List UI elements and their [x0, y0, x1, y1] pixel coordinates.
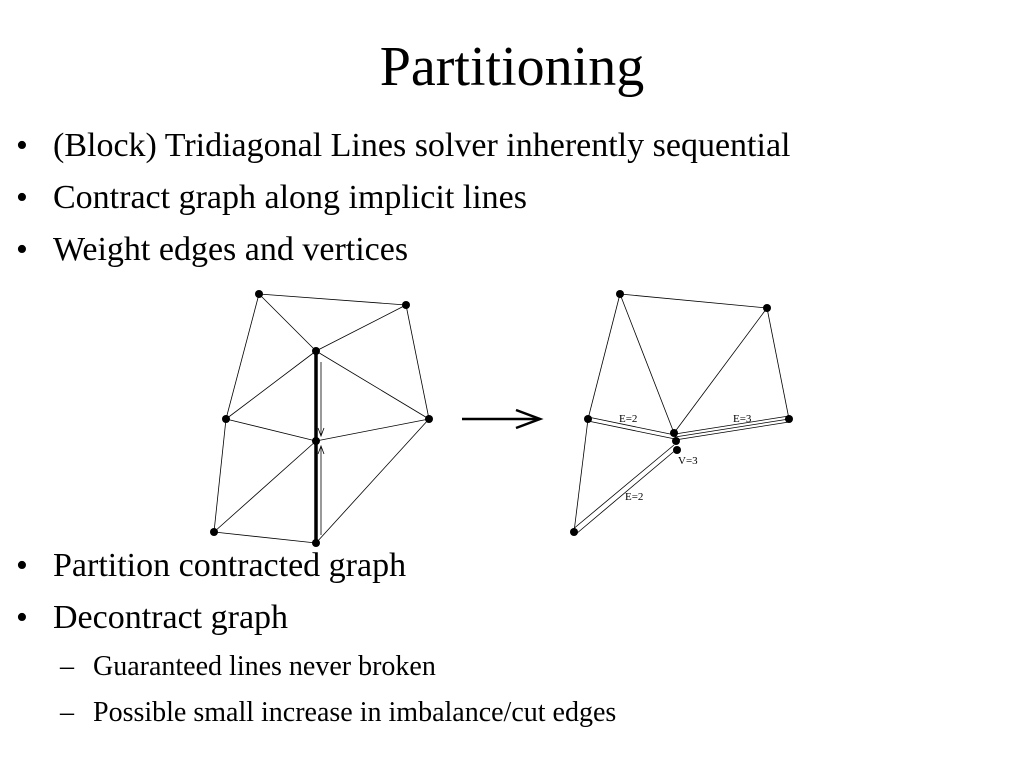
weighted-edge-line: [674, 418, 790, 438]
mesh-edge: [225, 293, 260, 420]
mesh-vertex: [255, 290, 263, 298]
weighted-edge-line: [587, 420, 676, 440]
bullet-marker: •: [16, 547, 28, 584]
mesh-edge: [315, 418, 430, 544]
contracted-vertex: [763, 304, 771, 312]
mesh-edge: [225, 350, 317, 420]
mesh-edge: [258, 293, 317, 352]
mesh-vertex: [312, 347, 320, 355]
contracted-edge: [619, 293, 675, 434]
mesh-vertex: [402, 301, 410, 309]
mesh-vertex: [425, 415, 433, 423]
sub-bullet-marker: –: [60, 651, 74, 682]
mesh-vertices: [210, 290, 433, 547]
weight-labels: E=2 E=3 E=2 V=3: [619, 413, 752, 503]
bullet-text: Contract graph along implicit lines: [53, 179, 528, 216]
mesh-edge: [315, 350, 430, 420]
contracted-vertices: [570, 290, 793, 536]
bullet-item: • Partition contracted graph: [12, 546, 406, 586]
bullet-item: • Weight edges and vertices: [12, 230, 408, 270]
contracted-graph: E=2 E=3 E=2 V=3: [570, 290, 793, 536]
bullet-text: (Block) Tridiagonal Lines solver inheren…: [53, 127, 791, 164]
bullet-item: • Decontract graph: [12, 598, 288, 638]
transform-arrow: [462, 408, 544, 430]
merged-vertex: [672, 437, 680, 445]
contracted-vertex: [584, 415, 592, 423]
bullet-marker: •: [16, 179, 28, 216]
original-graph: [210, 290, 433, 547]
weighted-edge-line: [674, 421, 790, 441]
contracted-edge: [573, 418, 589, 533]
contracted-edge: [673, 307, 768, 434]
mesh-vertex: [210, 528, 218, 536]
mesh-vertex: [312, 437, 320, 445]
contracted-vertex: [616, 290, 624, 298]
mesh-edge: [213, 440, 317, 533]
bullet-text: Weight edges and vertices: [53, 231, 409, 268]
contracted-vertex: [785, 415, 793, 423]
bullet-item: • (Block) Tridiagonal Lines solver inhere…: [12, 126, 790, 166]
bullet-item: • Contract graph along implicit lines: [12, 178, 527, 218]
contracted-vertex: [570, 528, 578, 536]
slide-title: Partitioning: [379, 36, 645, 98]
mesh-edge: [213, 418, 227, 533]
mesh-edge: [213, 531, 317, 544]
weighted-edge-line: [674, 415, 790, 435]
bullet-text: Decontract graph: [53, 599, 289, 636]
line-arrows: [317, 362, 325, 535]
sub-bullet-item: –Possible small increase in imbalance/cu…: [60, 696, 616, 730]
weighted-edge-line: [575, 447, 679, 535]
bullet-marker: •: [16, 599, 28, 636]
contracted-edge: [766, 307, 790, 420]
mesh-edges: [213, 293, 430, 544]
mesh-edge: [225, 418, 317, 442]
bullet-marker: •: [16, 231, 28, 268]
weighted-edges: [571, 415, 790, 535]
arrow-down-head: [317, 427, 325, 438]
contracted-edge: [587, 293, 621, 420]
mesh-edge: [315, 304, 407, 352]
weighted-edge-line: [587, 416, 676, 436]
edge-weight-label: E=3: [733, 413, 752, 425]
mesh-edge: [258, 293, 407, 306]
mesh-vertex: [222, 415, 230, 423]
contracted-edge: [619, 293, 768, 309]
arrow-up-head: [317, 444, 325, 455]
sub-bullet-text: Guaranteed lines never broken: [93, 651, 436, 682]
sub-bullet-text: Possible small increase in imbalance/cut…: [93, 697, 617, 728]
mesh-vertex: [312, 539, 320, 547]
mesh-edge: [315, 418, 430, 442]
edge-weight-label: E=2: [625, 491, 643, 503]
bullet-marker: •: [16, 127, 28, 164]
vertex-weight-label: V=3: [678, 455, 698, 467]
weighted-edge-line: [571, 444, 675, 531]
sub-bullet-item: –Guaranteed lines never broken: [60, 650, 436, 684]
edge-weight-label: E=2: [619, 413, 637, 425]
mesh-edge: [405, 304, 430, 420]
contracted-edges: [573, 293, 790, 533]
bullet-text: Partition contracted graph: [53, 547, 407, 584]
sub-bullet-marker: –: [60, 697, 74, 728]
merged-vertex: [673, 446, 681, 454]
merged-vertex: [670, 429, 678, 437]
